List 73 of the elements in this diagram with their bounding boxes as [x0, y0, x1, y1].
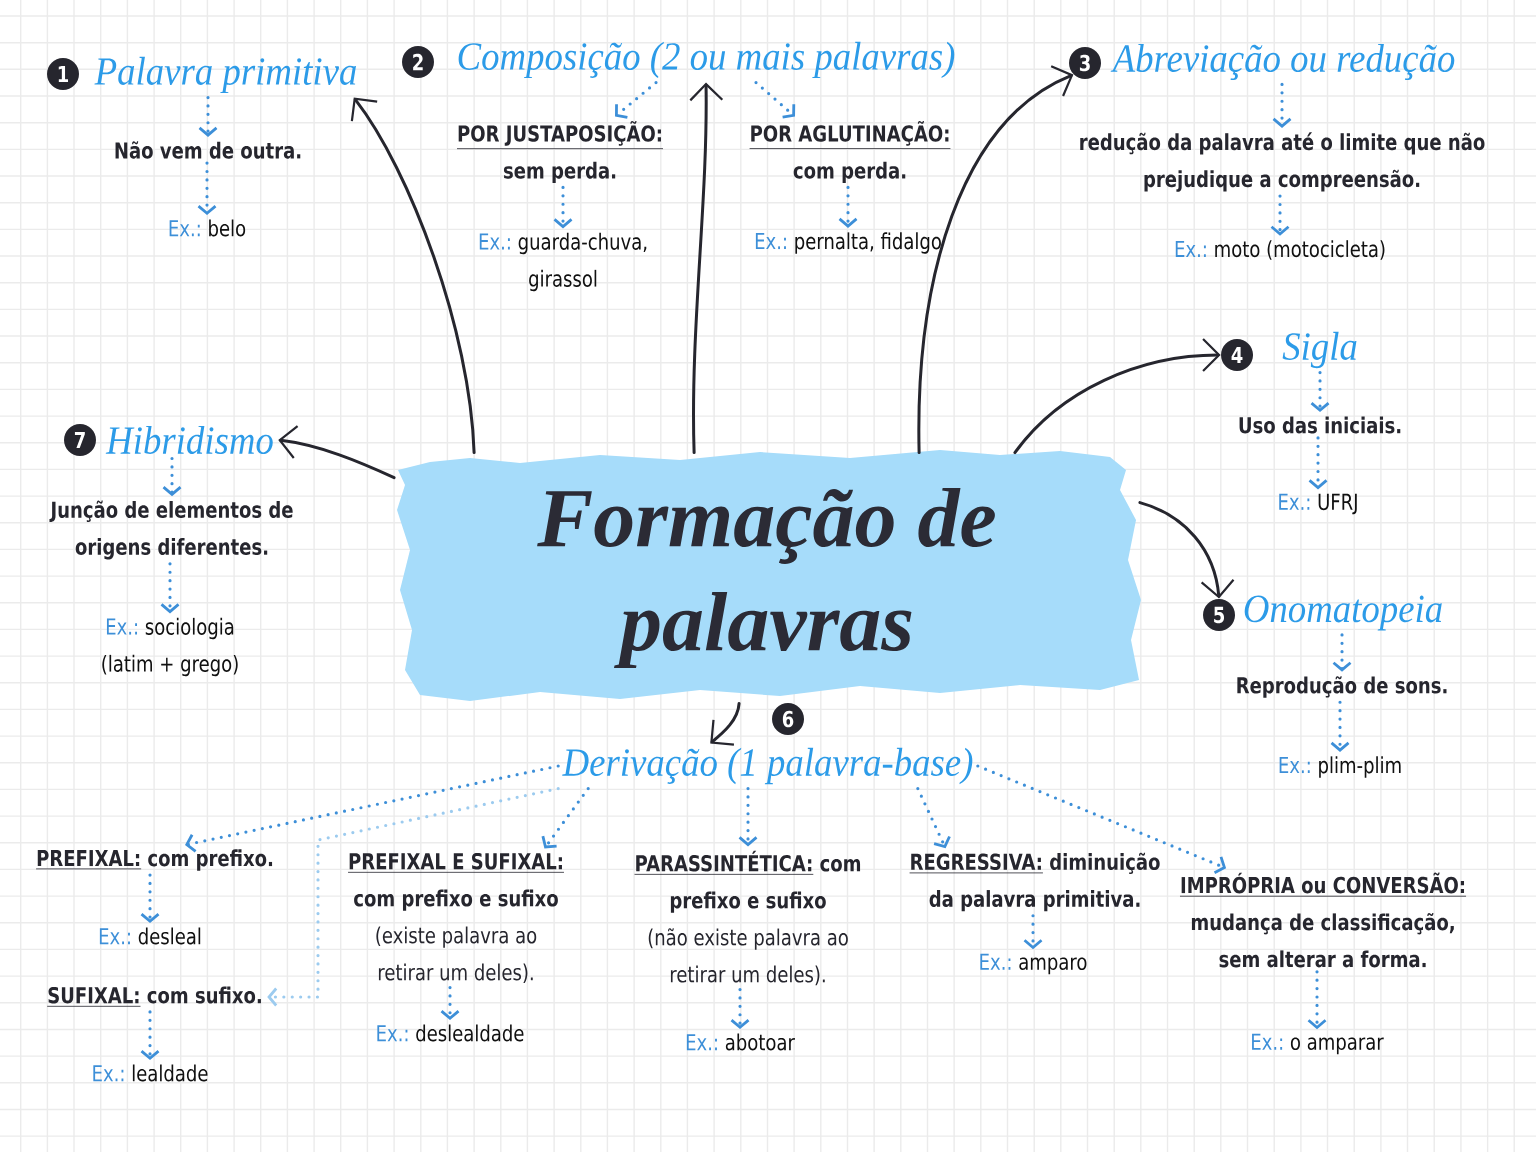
curved-arrow [278, 425, 396, 480]
number-disc: 5 [1203, 599, 1235, 631]
topic-heading: Sigla [1282, 331, 1357, 369]
number-disc: 7 [64, 424, 96, 456]
description-text: Reprodução de sons. [1237, 676, 1447, 698]
example-text: Ex.: guarda-chuva, girassol [479, 232, 647, 292]
dotted-arrow [1307, 970, 1327, 1030]
dotted-arrow [140, 1010, 160, 1061]
dotted-arrow [754, 80, 796, 119]
example-text: Ex.: amparo [980, 953, 1087, 975]
dotted-arrow [615, 80, 658, 119]
dotted-arrow [838, 185, 858, 228]
definition-text: SUFIXAL: com sufixo. [46, 986, 261, 1007]
dotted-arrow [1270, 194, 1290, 236]
curved-arrow [1138, 501, 1235, 599]
topic-heading: Onomatopeia [1244, 595, 1442, 631]
topic-heading: Palavra primitiva [94, 56, 356, 94]
number-disc: 1 [47, 58, 79, 90]
definition-text: REGRESSIVA: diminuição da palavra primitiva. [909, 852, 1160, 912]
example-text: Ex.: o amparar [1252, 1033, 1384, 1055]
dotted-arrow [1332, 633, 1352, 672]
dotted-arrow [197, 161, 217, 216]
dotted-arrow [1310, 370, 1330, 413]
curved-arrow [1013, 338, 1221, 455]
description-text: redução da palavra até o limite que não prejudique a compreensão. [1080, 132, 1485, 192]
topic-heading: Composição (2 ou mais palavras) [458, 41, 955, 79]
example-text: Ex.: lealdade [93, 1064, 208, 1082]
example-text: Ex.: sociologia (latim + grego) [102, 617, 238, 677]
dotted-arrow [1023, 914, 1043, 950]
number-disc: 3 [1069, 47, 1101, 79]
definition-text: POR JUSTAPOSIÇÃO: sem perda. [456, 121, 664, 184]
topic-heading: Derivação (1 palavra-base) [562, 747, 973, 785]
curved-arrow [689, 82, 724, 455]
dotted-arrow [553, 185, 573, 229]
example-text: Ex.: abotoar [686, 1033, 795, 1051]
definition-text: PARASSINTÉTICA: com prefixo e sufixo (não existe palavra ao retirar um deles). [634, 850, 861, 986]
curved-arrow [350, 97, 476, 455]
dotted-arrow [738, 786, 758, 847]
description-text: Não vem de outra. [115, 141, 301, 159]
description-text: Uso das iniciais. [1239, 416, 1401, 434]
dotted-arrow [140, 873, 160, 924]
curved-arrow [917, 65, 1074, 455]
dotted-arrow [185, 764, 560, 853]
dotted-arrow [976, 764, 1227, 874]
number-disc: 4 [1221, 339, 1253, 371]
description-text: Junção de elementos de origens diferentes. [49, 500, 293, 560]
example-text: Ex.: plim-plim [1279, 756, 1401, 778]
dotted-arrow [1308, 436, 1328, 490]
dotted-arrow [1272, 82, 1292, 128]
number-disc: 6 [772, 703, 804, 735]
dotted-arrow [160, 562, 180, 614]
definition-text: IMPRÓPRIA ou CONVERSÃO: mudança de classificação, sem alterar a forma. [1179, 872, 1467, 968]
dotted-arrow [198, 95, 218, 137]
dotted-arrow [162, 456, 182, 497]
example-text: Ex.: UFRJ [1279, 493, 1357, 515]
dotted-arrow [440, 985, 460, 1021]
definition-text: PREFIXAL E SUFIXAL: com prefixo e sufixo (existe palavra ao retirar um deles). [347, 852, 565, 984]
dotted-arrow [267, 786, 560, 1007]
example-text: Ex.: moto (motocicleta) [1175, 240, 1385, 260]
title-banner: Formação de palavras [397, 450, 1141, 701]
number-disc: 2 [402, 46, 434, 78]
example-text: Ex.: belo [169, 219, 246, 237]
dotted-arrow [541, 786, 590, 849]
example-text: Ex.: deslealdade [377, 1024, 524, 1042]
dotted-arrow [1330, 700, 1350, 752]
example-text: Ex.: pernalta, fidalgo [755, 232, 941, 254]
dotted-arrow [916, 786, 951, 849]
topic-heading: Hibridismo [105, 425, 273, 455]
topic-heading: Abreviação ou redução [1110, 43, 1455, 81]
example-text: Ex.: desleal [99, 927, 201, 945]
definition-text: PREFIXAL: com prefixo. [35, 849, 273, 871]
dotted-arrow [730, 987, 750, 1030]
definition-text: POR AGLUTINAÇÃO: com perda. [749, 121, 951, 184]
